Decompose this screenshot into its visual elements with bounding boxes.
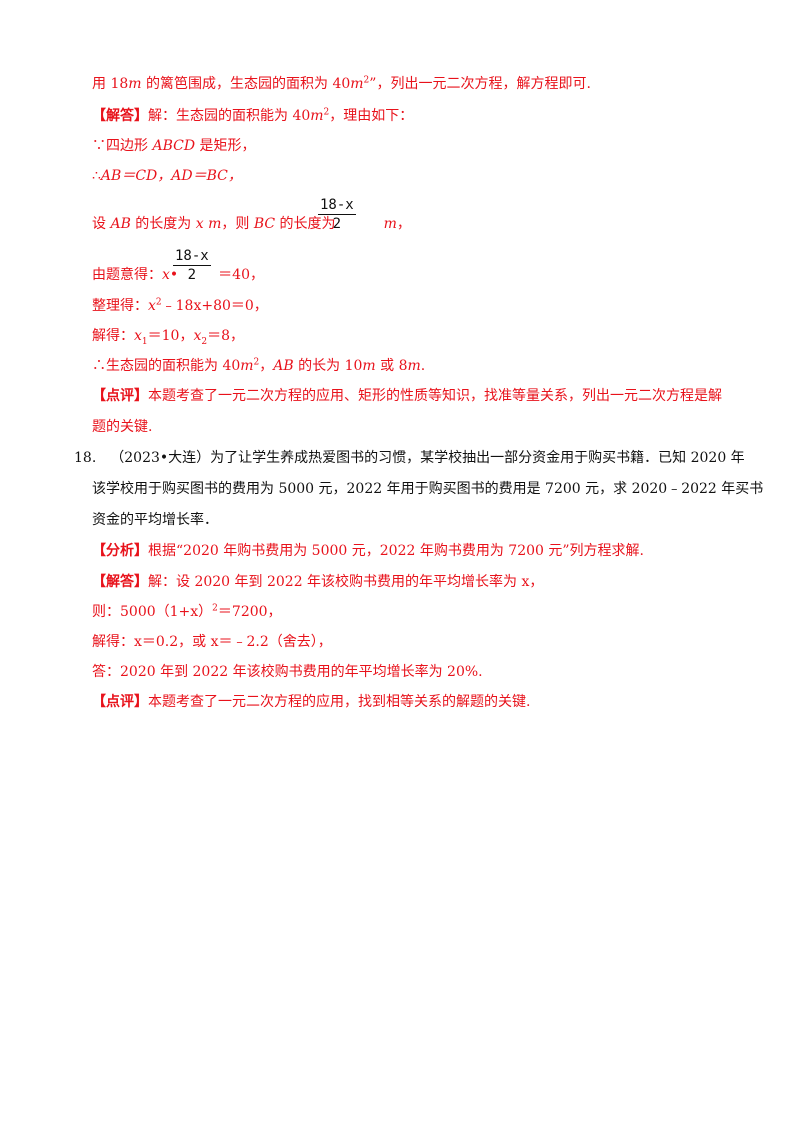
- fraction-numerator: 18-x: [173, 248, 211, 266]
- analysis-tail-line: 用 18m 的篱笆围成，生态园的面积为 40m2”，列出一元二次方程，解方程即可…: [92, 74, 591, 94]
- therefore-line: ∴AB＝CD，AD＝BC，: [92, 166, 242, 186]
- text: 根据“2020 年购书费用为 5000 元，2022 年购书费用为 7200 元…: [148, 543, 644, 559]
- text: 本题考查了一元二次方程的应用，找到相等关系的解题的关键.: [148, 694, 531, 710]
- text: 设: [92, 216, 111, 232]
- text: 题的关键.: [92, 419, 153, 435]
- text: ﹣18x+80＝0，: [161, 298, 268, 314]
- comment-line-1: 【点评】本题考查了一元二次方程的应用、矩形的性质等知识，找准等量关系，列出一元二…: [92, 386, 722, 406]
- text: ＝7200，: [217, 604, 282, 620]
- solution-tag: 【解答】: [92, 574, 148, 590]
- subscript: 2: [201, 336, 208, 347]
- text: 是矩形，: [195, 138, 256, 154]
- superscript: 2: [155, 297, 162, 308]
- unit-m: m: [240, 358, 254, 374]
- text: 由题意得：: [92, 267, 162, 283]
- math-var: ABCD: [152, 138, 196, 154]
- unit-m: m: [128, 76, 142, 92]
- text: 或 8: [375, 358, 408, 374]
- solve-line: 解得：x1＝10，x2＝8，: [92, 326, 244, 346]
- set-variable-line: 设 AB 的长度为 x m，则 BC 的长度为 m，: [92, 214, 411, 234]
- text: 解：生态园的面积能为 40: [148, 108, 311, 124]
- problem-18-line-1: 18. （2023•大连）为了让学生养成热爱图书的习惯，某学校抽出一部分资金用于购…: [74, 448, 745, 468]
- simplify-line: 整理得：x2﹣18x+80＝0，: [92, 296, 268, 316]
- text: 生态园的面积能为 40: [106, 358, 241, 374]
- text: 该学校用于购买图书的费用为 5000 元，2022 年用于购买图书的费用是 72…: [92, 481, 764, 497]
- text: .: [420, 358, 426, 374]
- text: 解：设 2020 年到 2022 年该校购书费用的年平均增长率为 x，: [148, 574, 544, 590]
- superscript: 2: [363, 75, 370, 86]
- problem-18-analysis: 【分析】根据“2020 年购书费用为 5000 元，2022 年购书费用为 72…: [92, 541, 644, 561]
- therefore-symbol: ∴: [92, 168, 101, 184]
- text: 则：5000（1+x）: [92, 604, 213, 620]
- because-line: ∵四边形 ABCD 是矩形，: [92, 136, 256, 156]
- text: ＝10，: [147, 328, 194, 344]
- math-var: AB: [110, 216, 131, 232]
- problem-number: 18.: [74, 450, 97, 466]
- therefore-symbol: ∴: [92, 358, 106, 374]
- text: AB＝CD，AD＝BC，: [100, 168, 242, 184]
- solution-intro-line: 【解答】解：生态园的面积能为 40m2，理由如下：: [92, 106, 413, 126]
- text: ，: [396, 216, 411, 232]
- unit-m: m: [383, 216, 397, 232]
- conclusion-line: ∴生态园的面积能为 40m2，AB 的长为 10m 或 8m.: [92, 356, 425, 376]
- solution-tag: 【解答】: [92, 108, 148, 124]
- text: 的篱笆围成，生态园的面积为 40: [141, 76, 351, 92]
- text: 四边形: [106, 138, 153, 154]
- text: 的长度为: [275, 216, 336, 232]
- analysis-tag: 【分析】: [92, 543, 148, 559]
- text: 解得：: [92, 328, 134, 344]
- problem-18-solved: 解得：x＝0.2，或 x＝﹣2.2（舍去），: [92, 632, 332, 652]
- unit-m: m: [310, 108, 324, 124]
- unit-m: m: [350, 76, 364, 92]
- text: 资金的平均增长率．: [92, 512, 218, 528]
- fraction-bc-length: 18-x 2: [318, 196, 356, 233]
- problem-18-line-2: 该学校用于购买图书的费用为 5000 元，2022 年用于购买图书的费用是 72…: [92, 479, 763, 499]
- text: 用 18: [92, 76, 129, 92]
- text: 的长度为: [130, 216, 196, 232]
- text: 解得：x＝0.2，或 x＝﹣2.2（舍去），: [92, 634, 332, 650]
- text: ＝8，: [207, 328, 245, 344]
- text: ，理由如下：: [329, 108, 414, 124]
- problem-18-solution: 【解答】解：设 2020 年到 2022 年该校购书费用的年平均增长率为 x，: [92, 572, 543, 592]
- text: 本题考查了一元二次方程的应用、矩形的性质等知识，找准等量关系，列出一元二次方程是…: [148, 388, 722, 404]
- equation-line: 由题意得：x• ＝40，: [92, 265, 264, 285]
- text: （2023•大连）为了让学生养成热爱图书的习惯，某学校抽出一部分资金用于购买书籍…: [110, 450, 745, 466]
- superscript: 2: [212, 603, 218, 614]
- problem-18-equation: 则：5000（1+x）2＝7200，: [92, 602, 282, 622]
- unit-m: m: [362, 358, 376, 374]
- fraction-equation: 18-x 2: [173, 247, 211, 284]
- comment-line-2: 题的关键.: [92, 417, 152, 437]
- math-var: x: [193, 328, 202, 344]
- superscript: 2: [253, 357, 260, 368]
- subscript: 1: [141, 336, 148, 347]
- fraction-denominator: 2: [187, 267, 197, 283]
- text: ”，列出一元二次方程，解方程即可.: [369, 76, 591, 92]
- comment-tag: 【点评】: [92, 388, 148, 404]
- math-var: x: [162, 267, 170, 283]
- text: ，则: [221, 216, 254, 232]
- problem-18-answer: 答：2020 年到 2022 年该校购书费用的年平均增长率为 20%.: [92, 662, 483, 682]
- math-var: BC: [253, 216, 276, 232]
- text: ＝40，: [218, 267, 264, 283]
- text: •: [169, 267, 179, 283]
- math-var: x m: [195, 216, 222, 232]
- text: 答：2020 年到 2022 年该校购书费用的年平均增长率为 20%.: [92, 664, 483, 680]
- text: 的长为 10: [293, 358, 363, 374]
- text: ，: [259, 358, 274, 374]
- math-var: x: [148, 298, 156, 314]
- because-symbol: ∵: [92, 138, 106, 154]
- fraction-denominator: 2: [332, 216, 342, 232]
- math-var: x: [134, 328, 142, 344]
- superscript: 2: [323, 107, 330, 118]
- comment-tag: 【点评】: [92, 694, 148, 710]
- fraction-numerator: 18-x: [318, 197, 356, 215]
- math-var: AB: [273, 358, 294, 374]
- problem-18-line-3: 资金的平均增长率．: [92, 510, 218, 530]
- unit-m: m: [407, 358, 421, 374]
- text: 整理得：: [92, 298, 148, 314]
- problem-18-comment: 【点评】本题考查了一元二次方程的应用，找到相等关系的解题的关键.: [92, 692, 530, 712]
